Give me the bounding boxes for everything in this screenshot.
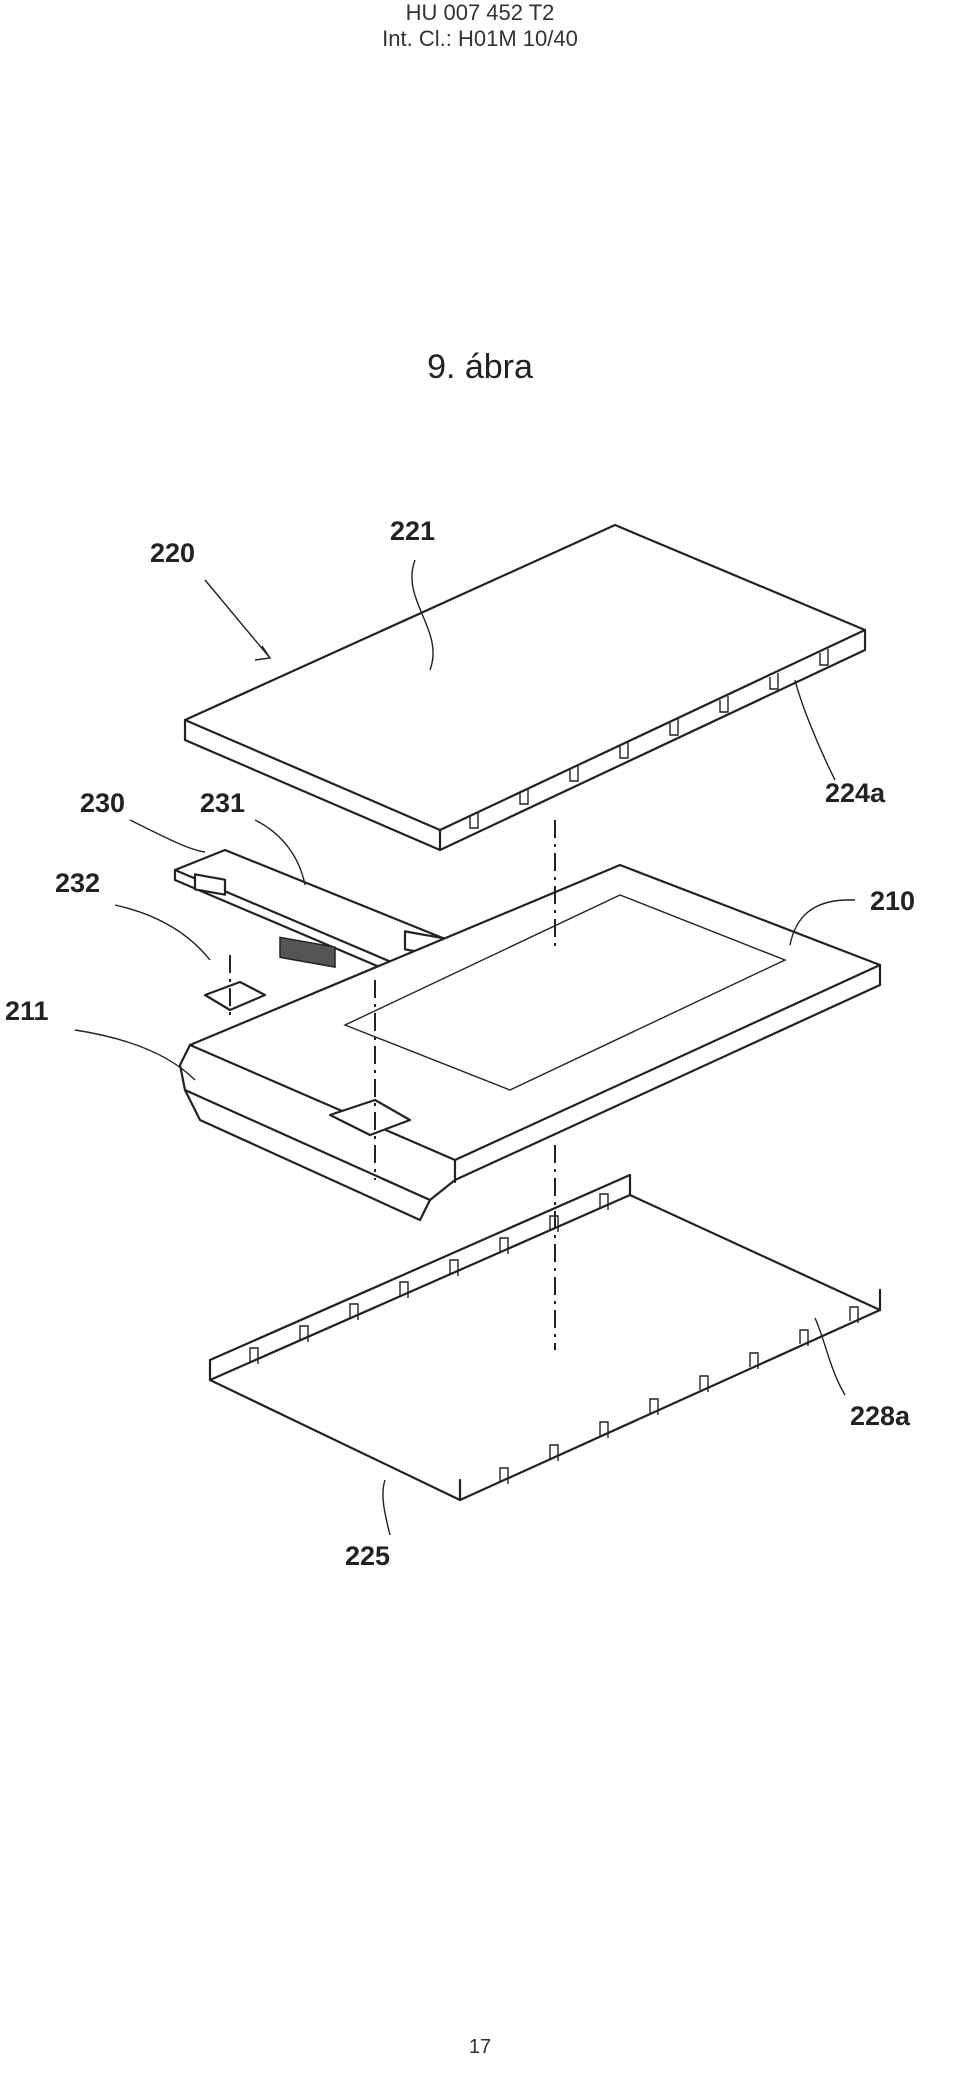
document-number: HU 007 452 T2 [405, 0, 555, 25]
upper-case [183, 523, 867, 852]
leader-lines [74, 559, 856, 1536]
label-232: 232 [55, 868, 100, 898]
assembly-lines [229, 820, 556, 1350]
label-231: 231 [200, 788, 245, 818]
bare-cell [178, 863, 882, 1222]
document-header: HU 007 452 T2 Int. Cl.: H01M 10/40 [0, 0, 960, 52]
label-220: 220 [150, 538, 195, 568]
lower-case [208, 1173, 882, 1502]
label-225: 225 [345, 1541, 390, 1571]
label-224a: 224a [825, 778, 886, 808]
label-230: 230 [80, 788, 125, 818]
classification: Int. Cl.: H01M 10/40 [382, 26, 578, 51]
page-number: 17 [468, 2036, 492, 2058]
figure-title: 9. ábra [427, 348, 533, 386]
label-210: 210 [870, 886, 915, 916]
patent-drawing: 220 221 224a 230 231 232 210 211 228a 22… [5, 516, 915, 1571]
label-228a: 228a [850, 1401, 911, 1431]
label-211: 211 [5, 996, 49, 1026]
label-221: 221 [390, 516, 435, 546]
